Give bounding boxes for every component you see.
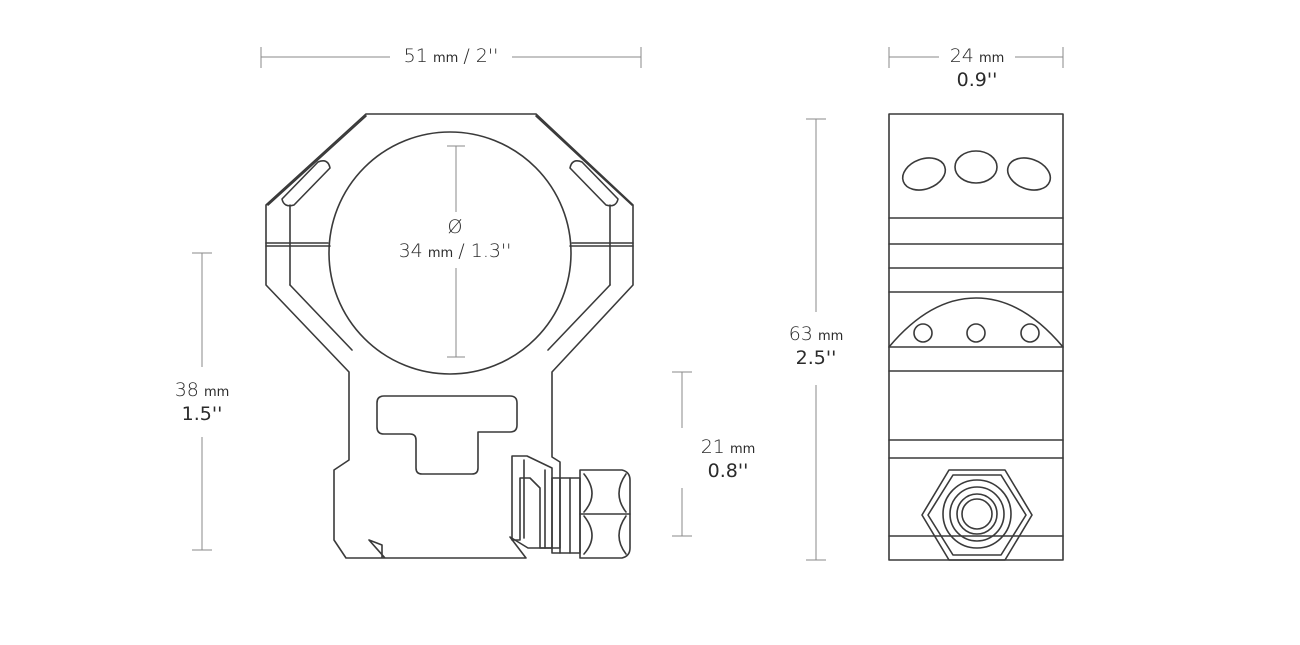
diameter-symbol: Ø [447,216,463,238]
side-hole-right [1020,323,1040,343]
top-screw-hole-right [1006,157,1052,191]
left-chamfer-slot [267,115,367,207]
clamp-bolt [551,469,631,559]
ring-width-unit: mm [432,51,459,66]
side-hole-center [966,323,986,343]
side-view-body-outline [888,113,1064,561]
top-screw-hole-center [954,150,998,184]
clamp-jaw [511,455,553,549]
scope-tube-bore [328,131,572,375]
front-view [265,113,634,559]
tube-diameter-imperial: / 1.3'' [458,240,512,262]
tube-diameter-value: 34 [398,240,423,262]
side-view [888,113,1064,561]
center-height-imperial: 1.5'' [181,403,223,425]
ring-width-imperial: / 2'' [463,45,499,67]
ring-depth-value: 24 [949,45,974,67]
mount-height-value: 21 [700,436,725,458]
recoil-lug-slot [376,395,518,475]
tube-diameter-unit: mm [427,246,454,261]
right-chamfer-slot [535,115,633,207]
total-height-unit: mm [817,329,844,344]
side-arch [888,297,1064,348]
total-height-imperial: 2.5'' [795,347,837,369]
total-height-value: 63 [788,323,813,345]
ring-depth-label: 24 mm 0.9'' [939,47,1015,90]
center-height-label: 38 mm 1.5'' [160,381,244,424]
ring-depth-unit: mm [978,51,1005,66]
dimension-lines [192,47,1064,561]
front-view-body-outline [265,113,634,559]
hex-nut [579,469,631,559]
center-height-value: 38 [174,379,199,401]
tube-diameter-label: Ø 34 mm / 1.3'' [390,218,520,261]
side-hole-left [913,323,933,343]
mount-height-label: 21 mm 0.8'' [686,438,770,481]
ring-depth-imperial: 0.9'' [956,69,998,91]
side-hex-bolt [921,469,1033,561]
ring-width-value: 51 [403,45,428,67]
ring-width-label: 51 mm / 2'' [390,47,512,66]
mount-height-imperial: 0.8'' [707,460,749,482]
center-height-unit: mm [203,385,230,400]
top-screw-hole-left [901,157,947,191]
mount-height-unit: mm [729,442,756,457]
total-height-label: 63 mm 2.5'' [774,325,858,368]
